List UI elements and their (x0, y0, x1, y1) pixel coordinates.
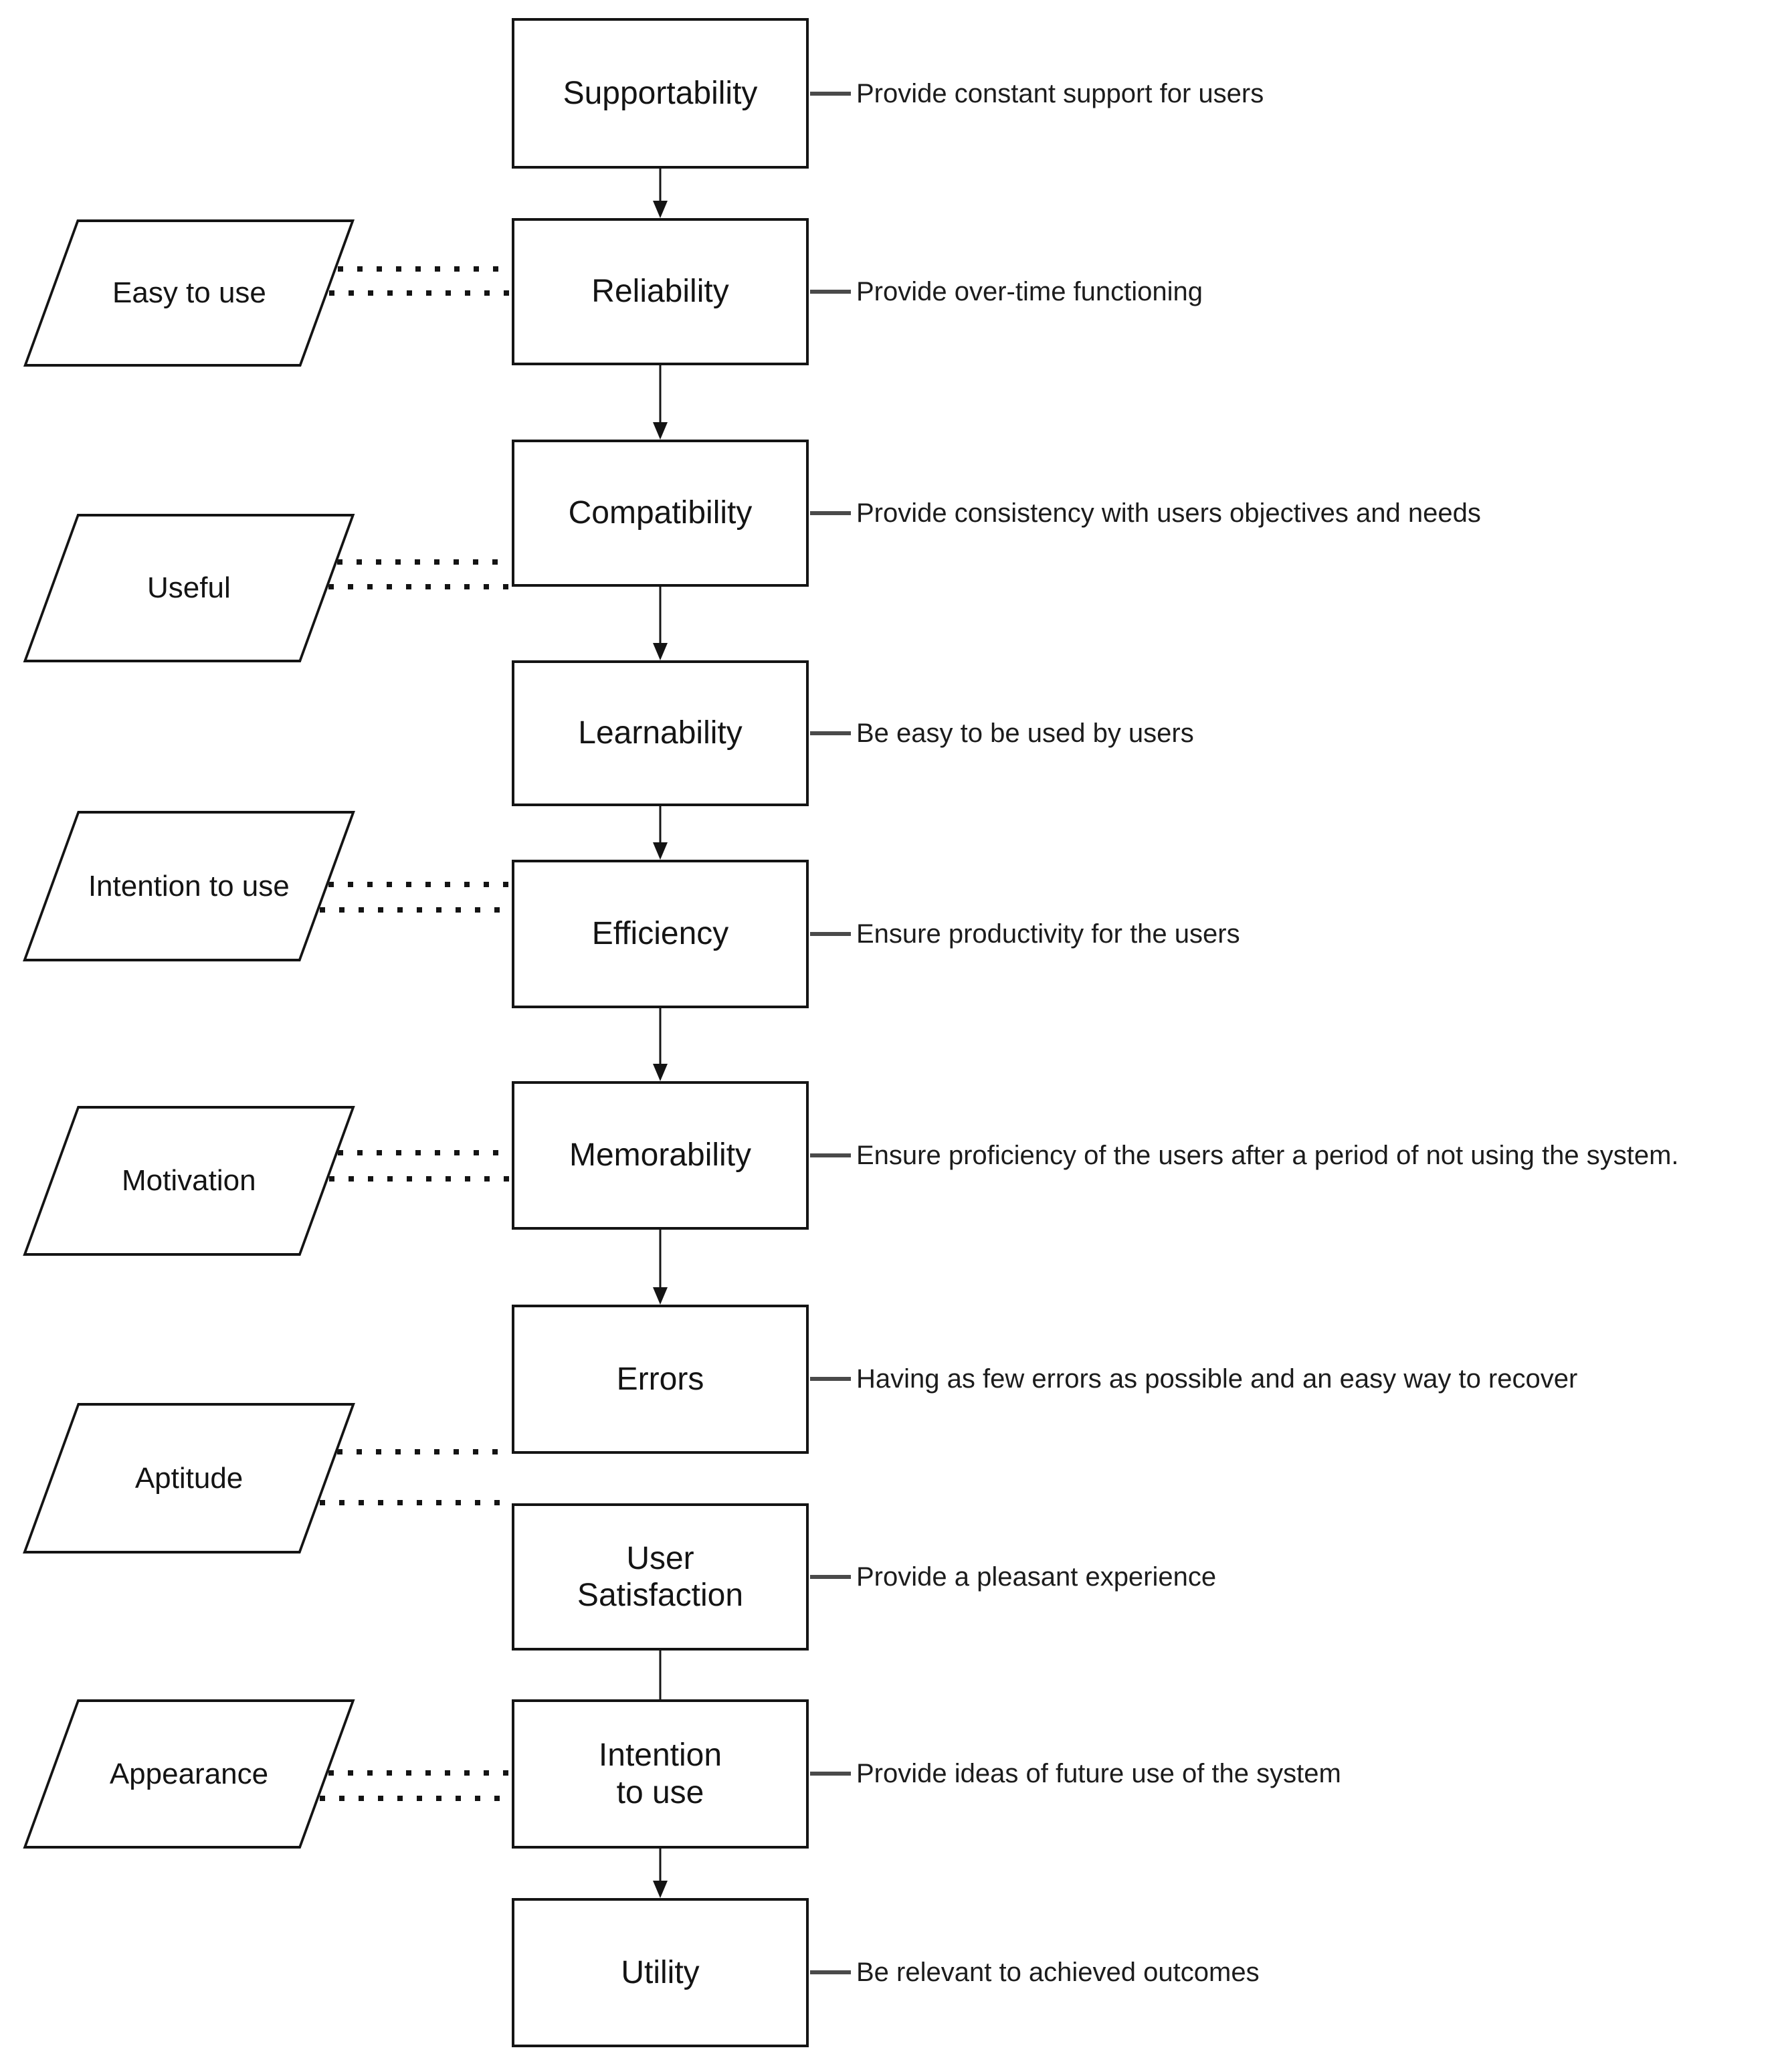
annotation-utility: Be relevant to achieved outcomes (856, 1957, 1260, 1987)
factor-appearance: Appearance (23, 1699, 355, 1849)
factor-label: Easy to use (112, 276, 266, 309)
node-utility: Utility (512, 1898, 809, 2047)
factor-intention-to-use: Intention to use (23, 811, 355, 961)
node-intention-to-use: Intention to use (512, 1699, 809, 1849)
node-label: Intention to use (598, 1737, 722, 1810)
node-errors: Errors (512, 1305, 809, 1454)
flow-arrow-efficiency-memorability (653, 1008, 668, 1081)
node-label: Memorability (569, 1137, 752, 1173)
factor-useful: Useful (23, 514, 355, 662)
node-label: User Satisfaction (577, 1540, 744, 1613)
dotted-link-appearance-intention (320, 1770, 512, 1801)
dotted-link-easy-to-use-reliability (329, 266, 512, 296)
flow-arrow-reliability-compatibility (653, 365, 668, 440)
dotted-link-motivation-memorability (329, 1150, 512, 1182)
annotation-stubs (810, 92, 851, 1974)
annotation-memorability: Ensure proficiency of the users after a … (856, 1140, 1679, 1170)
factor-label: Intention to use (88, 869, 290, 903)
factor-label: Aptitude (134, 1461, 243, 1495)
node-label: Learnability (578, 715, 743, 751)
flow-arrow-supportability-reliability (653, 169, 668, 218)
node-label: Errors (616, 1361, 704, 1397)
annotation-efficiency: Ensure productivity for the users (856, 919, 1240, 949)
node-reliability: Reliability (512, 218, 809, 365)
factor-easy-to-use: Easy to use (23, 219, 355, 367)
node-label: Utility (621, 1954, 700, 1990)
factor-label: Motivation (122, 1164, 256, 1197)
node-supportability: Supportability (512, 18, 809, 169)
annotation-reliability: Provide over-time functioning (856, 276, 1203, 306)
annotation-intention-to-use: Provide ideas of future use of the syste… (856, 1758, 1341, 1788)
node-label: Reliability (591, 274, 729, 310)
node-compatibility: Compatibility (512, 440, 809, 587)
flow-arrow-compatibility-learnability (653, 587, 668, 660)
factor-label: Useful (147, 571, 231, 604)
annotation-learnability: Be easy to be used by users (856, 718, 1194, 748)
factor-label: Appearance (109, 1757, 269, 1790)
node-label: Compatibility (568, 495, 753, 531)
annotation-user-satisfaction: Provide a pleasant experience (856, 1562, 1217, 1592)
node-label: Supportability (563, 75, 758, 111)
node-efficiency: Efficiency (512, 860, 809, 1008)
flow-arrow-intention-utility (653, 1849, 668, 1898)
node-label: Efficiency (591, 916, 729, 952)
annotation-errors: Having as few errors as possible and an … (856, 1363, 1578, 1394)
factor-aptitude: Aptitude (23, 1403, 355, 1553)
dotted-link-intention-factor-efficiency (320, 882, 512, 913)
node-user-satisfaction: User Satisfaction (512, 1503, 809, 1651)
node-memorability: Memorability (512, 1081, 809, 1230)
factor-motivation: Motivation (23, 1106, 355, 1256)
annotation-supportability: Provide constant support for users (856, 78, 1264, 108)
annotation-compatibility: Provide consistency with users objective… (856, 498, 1481, 528)
dotted-link-useful-compatibility (328, 559, 512, 589)
flow-arrow-learnability-efficiency (653, 806, 668, 860)
flow-arrow-memorability-errors (653, 1230, 668, 1305)
node-learnability: Learnability (512, 660, 809, 806)
